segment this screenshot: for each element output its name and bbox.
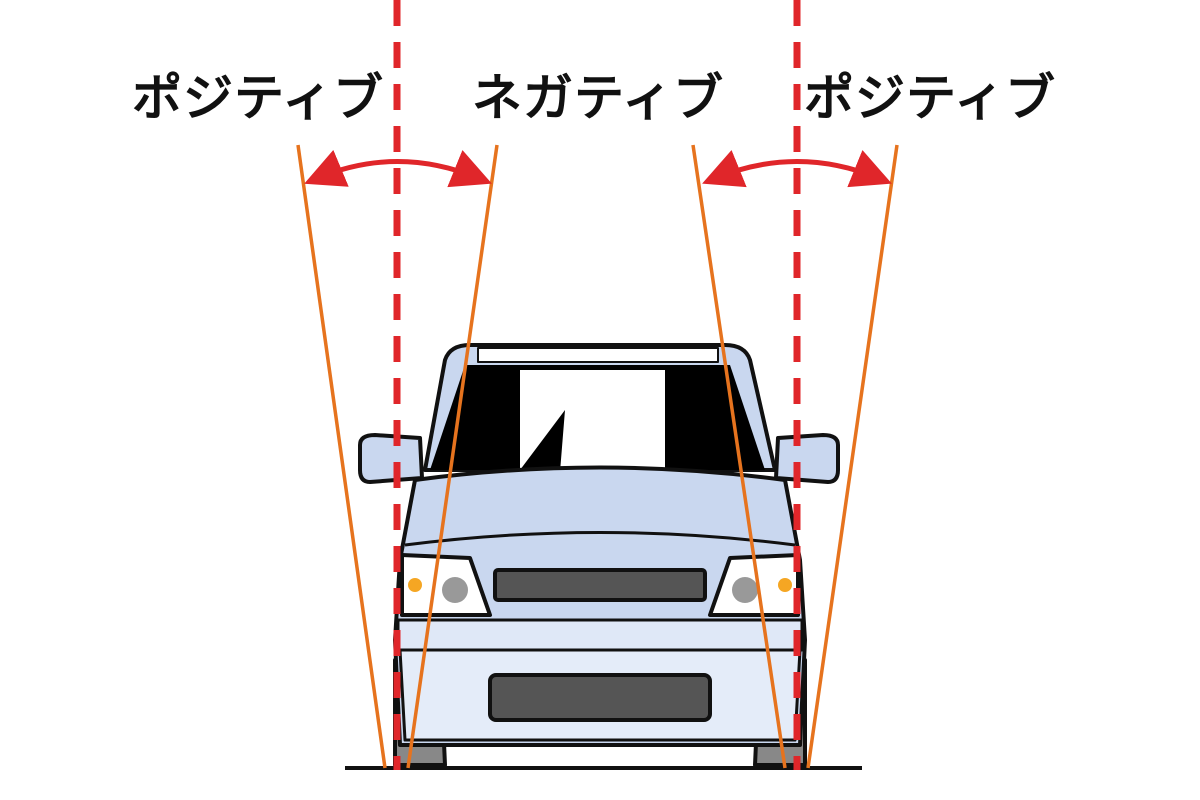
right-lamp bbox=[732, 577, 758, 603]
car-front-view bbox=[358, 343, 840, 767]
left-mirror bbox=[358, 433, 424, 484]
left-negative-camber-line bbox=[406, 144, 499, 769]
lower-grille bbox=[488, 673, 712, 722]
upper-grille bbox=[493, 568, 707, 602]
right-negative-camber-line bbox=[691, 144, 787, 769]
left-lamp bbox=[442, 577, 468, 603]
right-mirror bbox=[774, 433, 840, 484]
right-positive-camber-line bbox=[806, 144, 899, 769]
left-double-arrow-icon bbox=[304, 149, 492, 188]
bumper bbox=[396, 618, 804, 652]
label-negative: ネガティブ bbox=[472, 69, 724, 127]
roof-strip bbox=[477, 347, 719, 363]
label-positive-left: ポジティブ bbox=[132, 69, 384, 127]
right-double-arrow-icon bbox=[702, 150, 892, 188]
left-positive-camber-line bbox=[296, 144, 387, 769]
left-indicator bbox=[408, 578, 422, 592]
windshield-reflection bbox=[520, 370, 665, 472]
label-positive-right: ポジティブ bbox=[804, 69, 1056, 127]
right-indicator bbox=[778, 578, 792, 592]
hood-line bbox=[404, 531, 796, 547]
